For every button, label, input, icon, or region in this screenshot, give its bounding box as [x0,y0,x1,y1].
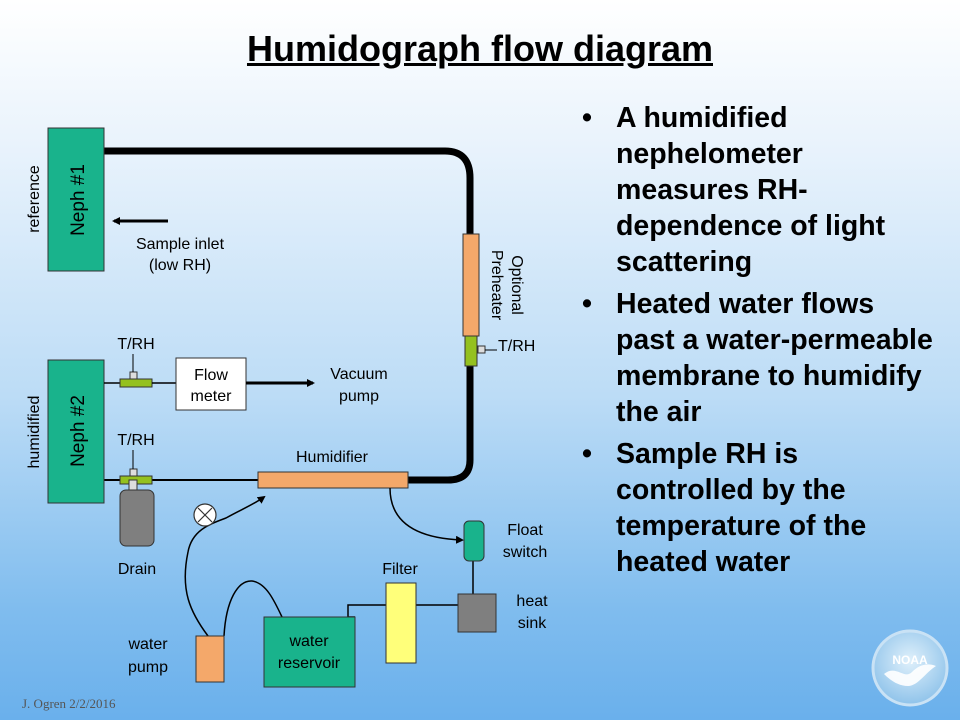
vacuum-pump-label-1: Vacuum [330,366,388,383]
float-switch-label-1: Float [507,522,543,539]
flow-meter-box [175,357,247,411]
water-pump-label-1: water [127,636,168,653]
reservoir-to-filter-line [347,604,386,618]
noaa-logo: NOAA [871,629,949,707]
water-reservoir-label-2: reservoir [278,655,341,672]
preheater [462,233,480,337]
upper-trh-label: T/RH [117,336,154,353]
pump-to-reservoir-line [223,580,283,637]
neph1-box [47,127,105,272]
humidifier [257,471,409,489]
drain-canister [119,489,155,547]
sample-inlet-label-2: (low RH) [149,257,211,274]
neph1-side-label: reference [26,165,43,233]
humidifier-to-float-line [389,487,464,544]
noaa-bird-icon [884,664,936,686]
bullet-item: A humidified nephelometer measures RH-de… [578,100,938,280]
upper-trh-sensor [129,371,138,380]
preheater-trh-fitting [464,335,478,367]
neph2-label: Neph #2 [68,395,89,467]
upper-trh-fitting [119,378,153,388]
heat-sink [457,593,497,633]
pump-to-humidifier-line [184,495,266,637]
humidifier-label: Humidifier [296,449,369,466]
footer-author-date: J. Ogren 2/2/2016 [22,696,116,711]
neph2-side-label: humidified [26,396,43,469]
flow-meter-label-2: meter [191,388,233,405]
water-reservoir-label-1: water [288,633,329,650]
water-reservoir [263,616,356,688]
preheater-trh-sensor [477,345,486,354]
sample-inlet-label-1: Sample inlet [136,236,225,253]
neph2-box [47,359,105,504]
bullet-item: Sample RH is controlled by the temperatu… [578,436,938,580]
noaa-logo-text: NOAA [892,653,928,667]
vacuum-pump-label-2: pump [339,388,379,405]
water-pump [195,635,225,683]
preheater-label-2: Preheater [488,250,505,321]
heat-sink-label-1: heat [516,593,548,610]
heat-sink-label-2: sink [518,615,547,632]
flow-meter-label-1: Flow [194,367,228,384]
drain-label: Drain [118,561,156,578]
float-switch [463,520,485,562]
main-tube-bottom [408,366,474,484]
main-tube-top [104,147,474,236]
filter-label: Filter [382,561,418,578]
lower-trh-sensor [129,468,138,477]
slide-title: Humidograph flow diagram [246,28,713,69]
preheater-label-1: Optional [508,255,525,315]
filter [385,582,417,664]
bullet-item: Heated water flows past a water-permeabl… [578,286,938,430]
bullet-list: A humidified nephelometer measures RH-de… [578,100,938,586]
water-pump-label-2: pump [128,659,168,676]
lower-trh-label: T/RH [117,432,154,449]
neph1-label: Neph #1 [68,164,89,236]
preheater-trh-label: T/RH [498,338,535,355]
float-switch-label-2: switch [503,544,547,561]
drain-valve [128,479,138,491]
